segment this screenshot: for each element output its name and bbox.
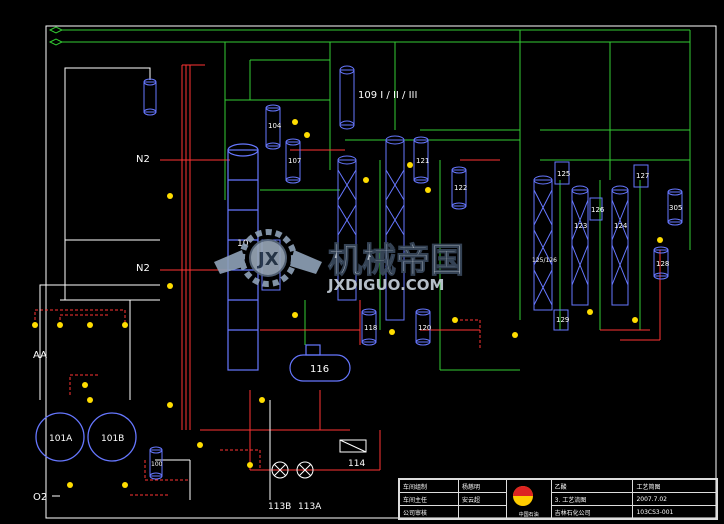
watermark-title: 机械帝国 <box>328 241 464 281</box>
column-122 <box>533 175 553 311</box>
title-block: 车间组制 杨慈明 中国石油 乙酸 工艺简图 车间主任 安云超 3. 工艺流图 2… <box>398 478 718 520</box>
vessel-107 <box>285 138 301 184</box>
label-101a: 101A <box>49 434 73 444</box>
tank-101b <box>87 412 137 462</box>
tb-r3c2 <box>458 505 507 519</box>
white-lines <box>39 67 271 500</box>
column-mid <box>337 155 357 301</box>
vessel-top-left <box>143 78 157 116</box>
vessel-104 <box>265 104 281 150</box>
pump-113b <box>271 461 289 479</box>
process-lines-green <box>224 30 691 371</box>
vessel-127b <box>553 309 569 331</box>
stream-aa: AA <box>33 350 47 361</box>
vessel-305 <box>667 188 683 226</box>
stream-n2-mid: N2 <box>136 263 150 274</box>
label-124: 124 <box>614 222 628 230</box>
tb-r1c5: 工艺简图 <box>632 479 717 493</box>
vessel-126 <box>589 197 603 221</box>
label-123: 123 <box>574 222 587 230</box>
column-123 <box>571 185 589 306</box>
vessel-127 <box>633 164 649 188</box>
label-129: 129 <box>556 316 569 324</box>
tb-r2c1: 车间主任 <box>398 492 460 506</box>
drawing-frame <box>45 25 717 519</box>
stream-labels: N2 N2 AA O2 <box>33 154 150 503</box>
vessel-121b <box>451 166 467 210</box>
label-122: 122 <box>454 184 467 192</box>
wing-right-icon <box>290 250 322 274</box>
label-125-126: 125/126 <box>532 257 557 264</box>
drum-116 <box>289 344 351 382</box>
label-104: 104 <box>268 122 282 130</box>
vessel-125 <box>554 161 570 185</box>
tb-r1c4: 乙酸 <box>550 479 634 493</box>
tb-r2c5: 2007.7.02 <box>632 492 717 506</box>
label-120: 120 <box>418 324 431 332</box>
vessel-121 <box>413 136 429 184</box>
tb-r3c5: 103CS3-001 <box>632 505 717 519</box>
vessel-109 <box>339 65 355 130</box>
label-109: 109 I / II / III <box>358 90 417 101</box>
label-121: 121 <box>416 157 429 165</box>
label-107: 107 <box>288 157 301 165</box>
instrument-bubbles <box>32 119 663 488</box>
column-124 <box>611 185 629 306</box>
tb-r1c1: 车间组制 <box>398 479 460 493</box>
tank-101a <box>35 412 85 462</box>
label-305: 305 <box>669 204 682 212</box>
tb-r1c2: 杨慈明 <box>458 479 507 493</box>
label-128: 128 <box>656 260 669 268</box>
wing-left-icon <box>214 250 246 274</box>
instrument-lines-dashed <box>34 309 481 496</box>
tb-r2c4: 3. 工艺流图 <box>550 492 634 506</box>
label-126: 126 <box>591 206 605 214</box>
column-right-mid <box>385 135 405 321</box>
watermark-url: JXDIGUO.COM <box>327 276 444 294</box>
label-125: 125 <box>557 170 570 178</box>
vessel-118 <box>361 308 377 346</box>
label-127: 127 <box>636 172 649 180</box>
vessel-128 <box>653 246 669 280</box>
pump-113a <box>296 461 314 479</box>
watermark-logo: JX 机械帝国 JXDIGUO.COM <box>214 229 465 294</box>
vessel-120 <box>415 308 431 346</box>
stream-o2: O2 <box>33 492 47 503</box>
utility-lines-red <box>160 64 661 471</box>
inlet-arrows <box>48 26 690 46</box>
label-116: 116 <box>310 364 329 375</box>
svg-text:JX: JX <box>256 249 279 270</box>
label-113a: 113A <box>298 502 322 512</box>
exchanger-114 <box>339 439 367 453</box>
tb-logo-caption: 中国石油 <box>518 512 539 518</box>
stream-n2-top: N2 <box>136 154 150 165</box>
tb-r3c4: 吉林石化公司 <box>550 505 634 519</box>
tb-logo-cell: 中国石油 <box>505 479 552 519</box>
vessel-100 <box>149 446 163 480</box>
label-113b: 113B <box>268 502 291 512</box>
gear-icon: JX <box>239 229 297 287</box>
tb-r3c1: 公司审核 <box>398 505 460 519</box>
label-118: 118 <box>364 324 377 332</box>
label-114: 114 <box>348 459 365 469</box>
label-100: 100 <box>151 461 163 468</box>
tb-r2c2: 安云超 <box>458 492 507 506</box>
label-101b: 101B <box>101 434 124 444</box>
